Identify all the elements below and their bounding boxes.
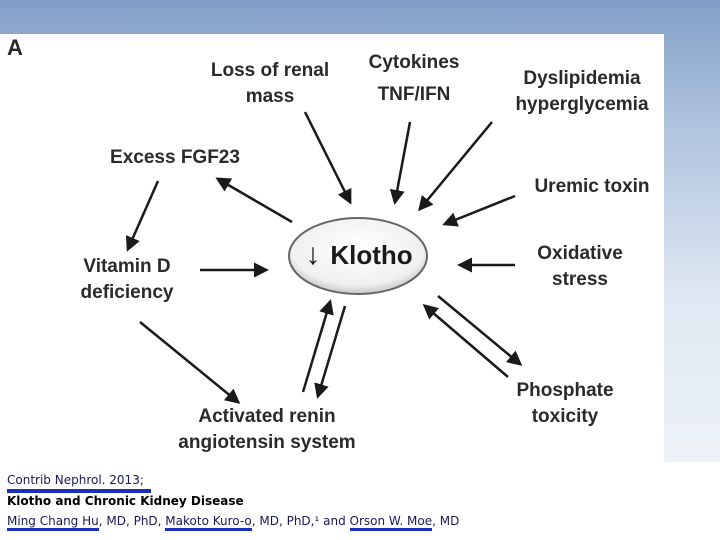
- node-oxidative-stress: Oxidative stress: [520, 241, 640, 293]
- citation-journal: Contrib Nephrol. 2013;: [7, 473, 144, 487]
- node-vitamin-d-line1: Vitamin D: [83, 256, 171, 277]
- arrow-klotho-to-renin: [314, 305, 347, 399]
- node-vitamin-d: Vitamin D deficiency: [62, 254, 192, 306]
- node-excess-fgf23: Excess FGF23: [90, 145, 260, 171]
- arrow-uremic-to-klotho: [442, 194, 516, 227]
- diagram-arrows: [125, 111, 523, 404]
- arrow-cytokines-to-klotho: [389, 121, 412, 205]
- node-oxidative-stress-line1: Oxidative: [537, 243, 623, 264]
- node-phosphate-toxicity-line2: toxicity: [531, 406, 599, 427]
- node-uremic-toxin-line1: Uremic toxin: [534, 176, 650, 197]
- author-link-moe[interactable]: Orson W. Moe: [349, 514, 433, 531]
- panel-label: A: [7, 35, 23, 60]
- arrow-klotho-to-fgf23: [215, 177, 293, 224]
- node-renin-angiotensin-line1: Activated renin: [198, 406, 336, 427]
- arrow-renin-to-klotho: [301, 299, 334, 393]
- node-phosphate-toxicity-line1: Phosphate: [516, 380, 614, 401]
- klotho-center: ↓ Klotho: [289, 238, 429, 272]
- node-excess-fgf23-line1: Excess FGF23: [110, 147, 240, 168]
- arrow-loss-to-klotho: [303, 111, 352, 205]
- node-dyslipidemia-line1: Dyslipidemia: [523, 68, 641, 89]
- arrow-klotho-to-phosphate: [437, 295, 523, 366]
- citation-authors: Ming Chang Hu, MD, PhD, Makoto Kuro-o, M…: [7, 513, 460, 531]
- node-cytokines-line1: Cytokines: [368, 52, 460, 73]
- node-cytokines-line2: TNF/IFN: [377, 84, 451, 105]
- citation-title: Klotho and Chronic Kidney Disease: [7, 494, 244, 508]
- node-phosphate-toxicity: Phosphate toxicity: [500, 378, 630, 430]
- citation-block: Contrib Nephrol. 2013; Klotho and Chroni…: [0, 462, 720, 540]
- author-link-hu[interactable]: Ming Chang Hu: [7, 514, 99, 531]
- node-dyslipidemia: Dyslipidemia hyperglycemia: [500, 66, 664, 118]
- klotho-ellipse: [288, 217, 428, 295]
- arrow-fgf23-to-vitd: [125, 180, 160, 252]
- citation-divider: [7, 489, 151, 493]
- author-degrees-3: , MD: [432, 514, 460, 528]
- node-renin-angiotensin-line2: angiotensin system: [178, 432, 356, 453]
- author-degrees-2: , MD, PhD,¹ and: [251, 514, 350, 528]
- node-loss-renal-mass-line2: mass: [245, 86, 295, 107]
- author-degrees-1: , MD, PhD,: [98, 514, 166, 528]
- node-dyslipidemia-line2: hyperglycemia: [515, 94, 649, 115]
- author-link-kuro-o[interactable]: Makoto Kuro-o: [165, 514, 252, 531]
- node-oxidative-stress-line2: stress: [552, 269, 608, 290]
- node-loss-renal-mass-line1: Loss of renal: [210, 60, 330, 81]
- node-cytokines: Cytokines TNF/IFN: [350, 50, 478, 108]
- figure-panel: A Loss of renal mass Cytokines TNF/IFN D…: [0, 34, 664, 462]
- arrow-vitd-to-renin: [139, 321, 241, 404]
- down-arrow-icon: ↓: [305, 238, 321, 271]
- klotho-label: Klotho: [330, 240, 413, 270]
- node-uremic-toxin: Uremic toxin: [520, 174, 664, 200]
- node-renin-angiotensin: Activated renin angiotensin system: [152, 404, 382, 456]
- arrow-phosphate-to-klotho: [422, 304, 509, 378]
- node-loss-renal-mass: Loss of renal mass: [195, 58, 345, 110]
- node-vitamin-d-line2: deficiency: [80, 282, 174, 303]
- arrow-dyslipidemia-to-klotho: [418, 121, 493, 212]
